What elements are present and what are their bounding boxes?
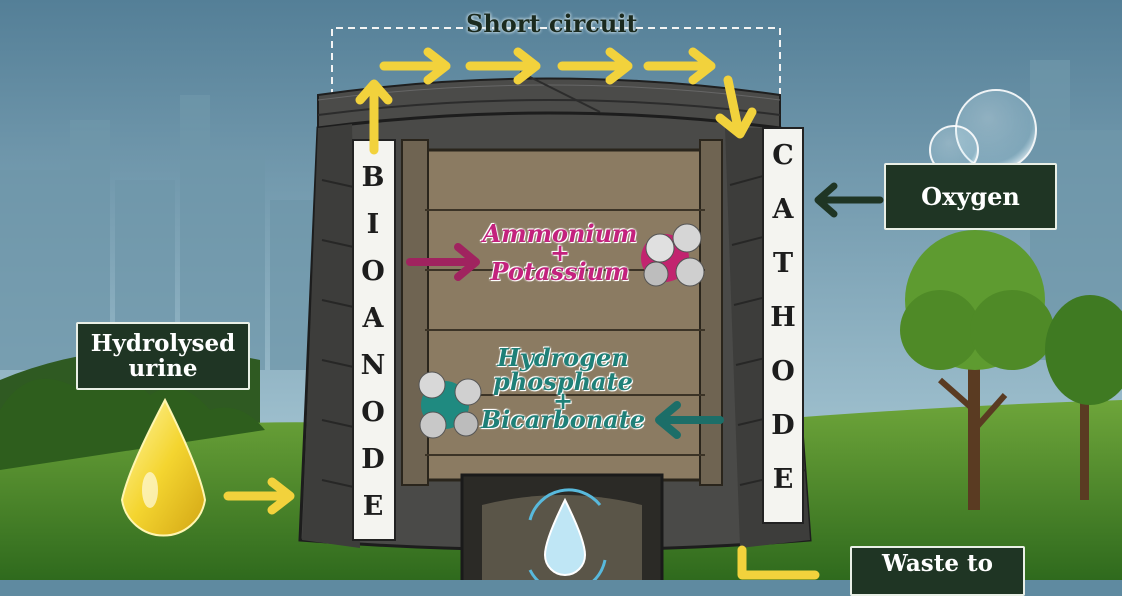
cathode-letter: T bbox=[772, 248, 794, 279]
potassium-text: Potassium bbox=[490, 257, 630, 286]
diagram-scene bbox=[0, 0, 1122, 580]
short-circuit-path bbox=[331, 27, 781, 120]
anion-arrow bbox=[655, 401, 724, 439]
anode-letter: D bbox=[361, 444, 385, 475]
cathode-letter: E bbox=[772, 464, 794, 495]
cathode-letter: H bbox=[770, 302, 796, 333]
cation-plus: + bbox=[549, 238, 571, 267]
phosphate-molecule bbox=[418, 371, 482, 439]
oxygen-label: Oxygen bbox=[884, 163, 1057, 230]
anode-letter: I bbox=[366, 209, 380, 240]
bicarbonate-text: Bicarbonate bbox=[480, 405, 646, 434]
ammonium-text: Ammonium bbox=[482, 219, 638, 248]
urine-drop bbox=[120, 397, 207, 537]
anode-letter: O bbox=[361, 256, 385, 287]
tree-icon bbox=[900, 230, 1122, 510]
cathode-letter: D bbox=[771, 410, 795, 441]
cation-arrow bbox=[406, 243, 480, 281]
anode-letter: O bbox=[361, 397, 385, 428]
reactor-body bbox=[298, 111, 812, 580]
ammonium-molecule bbox=[641, 223, 705, 287]
anode-letter: A bbox=[362, 303, 384, 334]
hydrolysed-urine-label: Hydrolysed urine bbox=[76, 322, 250, 390]
phosphate-text: phosphate bbox=[493, 367, 633, 396]
anode-letter: B bbox=[361, 162, 385, 193]
anode-letter: E bbox=[362, 491, 384, 522]
anion-plus: + bbox=[552, 386, 574, 415]
short-circuit-title: Short circuit bbox=[466, 9, 638, 38]
waste-label: Waste to bbox=[850, 546, 1025, 596]
oxygen-arrow bbox=[814, 182, 884, 218]
anion-label: Hydrogen phosphate + Bicarbonate bbox=[478, 346, 648, 432]
oxygen-bubbles bbox=[929, 89, 1037, 175]
anode-letter: N bbox=[360, 350, 386, 381]
short-circuit-arrows bbox=[223, 47, 820, 580]
cathode-letter: A bbox=[772, 194, 794, 225]
hydrogen-text: Hydrogen bbox=[497, 343, 629, 372]
water-drop-icon bbox=[528, 488, 607, 580]
cathode-letter: O bbox=[771, 356, 795, 387]
cation-label: Ammonium + Potassium bbox=[480, 222, 640, 284]
cathode-letter: C bbox=[772, 140, 794, 171]
bushes-left bbox=[0, 373, 265, 470]
